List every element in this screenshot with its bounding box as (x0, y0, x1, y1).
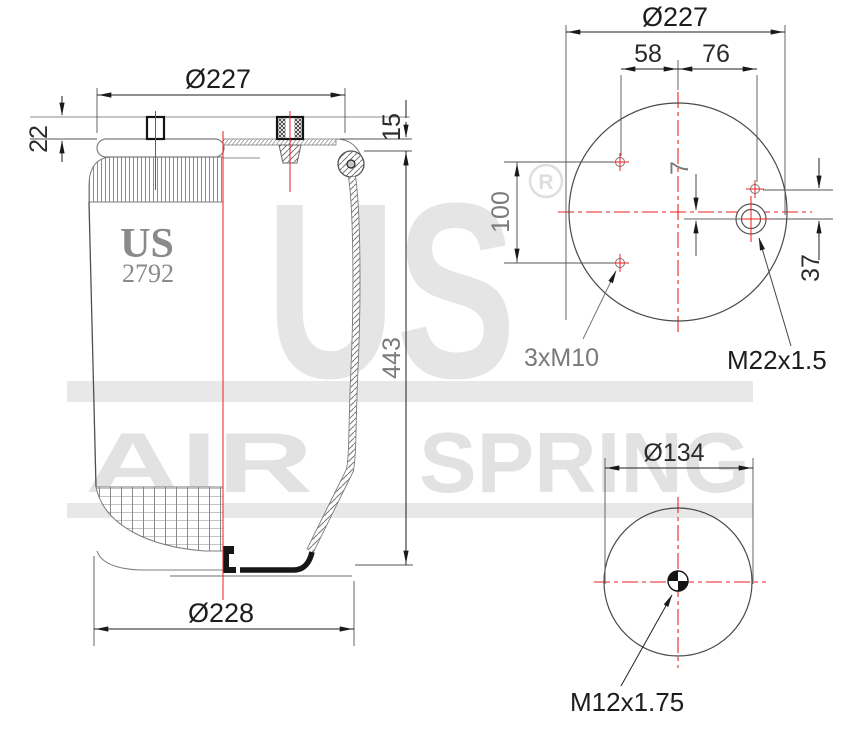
dim-piston-diameter: Ø134 (604, 439, 754, 584)
top-view-plate-circle (568, 102, 788, 322)
dim-fitting-center-offset: 7 (666, 161, 742, 256)
dim-text-stud-spacing: 100 (487, 191, 515, 233)
callout-stud-thread: 3xM10 (524, 270, 617, 372)
dim-side-top-diameter: Ø227 (96, 64, 346, 133)
watermark-word-spring: SPRING (419, 416, 750, 511)
piston-circle (603, 507, 753, 657)
dim-hole-offsets: 58 76 (620, 40, 758, 182)
dim-assembly-height: 443 (355, 151, 413, 566)
dim-text-fitting-vertical-spacing: 37 (797, 254, 825, 282)
registered-trademark-icon (528, 163, 564, 199)
bottom-plate-thick-line (240, 551, 315, 573)
dim-side-bottom-diameter: Ø228 (93, 556, 355, 646)
part-logo-number: 2792 (122, 259, 174, 288)
stud-hole-top-left (611, 153, 629, 171)
piston-step-bracket (223, 546, 236, 573)
dim-text-fitting-center-offset: 7 (666, 161, 694, 175)
wall-hatch (307, 176, 360, 553)
center-bolt-symbol (667, 570, 689, 592)
label-stud-thread: 3xM10 (524, 344, 599, 372)
air-fitting-thread-right (294, 118, 302, 138)
dim-text-stud-offset-left: 58 (634, 40, 662, 68)
part-logo-brand: US (120, 221, 174, 267)
dim-fitting-vertical-spacing: 37 (763, 158, 833, 282)
watermark-registered-letter: R (538, 171, 553, 194)
stud-hole-right (746, 180, 764, 198)
dim-stud-height: 22 (25, 96, 97, 162)
dim-text-assembly-height: 443 (378, 337, 406, 379)
bead-plate-left (96, 138, 225, 158)
label-bolt-thread: M12x1.75 (570, 687, 684, 717)
dim-plate-to-bead: 15 (340, 100, 412, 170)
watermark-bar-bottom (67, 503, 753, 518)
dim-text-fitting-offset-right: 76 (702, 40, 730, 68)
watermark-bar-top (67, 381, 753, 402)
bottom-view: Ø134 M12x1.75 (570, 439, 766, 717)
dim-text-top-view-diameter: Ø227 (642, 2, 708, 32)
stud-hole-bottom-left (611, 254, 629, 272)
air-fitting-thread-left (278, 118, 286, 138)
callout-air-fitting-thread: M22x1.5 (727, 237, 827, 375)
dim-text-plate-to-bead: 15 (378, 113, 406, 141)
bead-roll-core (346, 159, 356, 169)
dim-text-top-diameter: Ø227 (185, 64, 251, 94)
dim-top-diameter: Ø227 (565, 2, 786, 320)
air-fitting-hole (728, 196, 774, 242)
watermark-brand: US (266, 151, 516, 430)
dim-text-stud-height: 22 (25, 125, 53, 153)
top-view: Ø227 58 76 100 7 (487, 2, 833, 375)
bellows-bottom-convolution (95, 486, 224, 552)
callout-bolt-thread: M12x1.75 (570, 594, 684, 717)
dim-text-bottom-diameter: Ø228 (188, 598, 254, 628)
piston-bowl (96, 550, 223, 571)
bellows-left-edge (88, 201, 97, 488)
label-air-fitting-thread: M22x1.5 (727, 345, 827, 375)
dim-stud-spacing: 100 (487, 161, 613, 264)
dim-text-piston-diameter: Ø134 (643, 439, 704, 467)
side-view: US 2792 Ø227 22 15 (25, 64, 413, 646)
